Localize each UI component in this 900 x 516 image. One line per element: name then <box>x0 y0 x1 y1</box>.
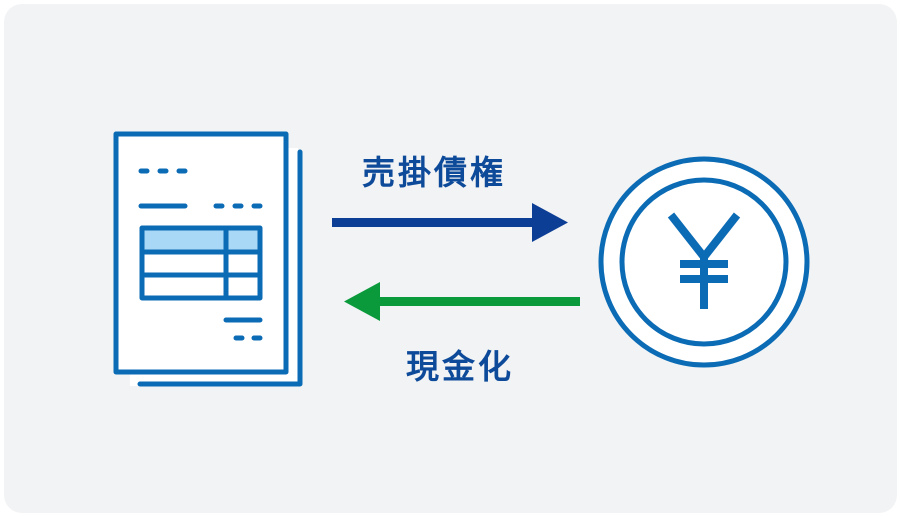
cash-conversion-label: 現金化 <box>406 347 514 386</box>
receivables-label: 売掛債権 <box>362 153 506 192</box>
arrow-right-icon <box>332 203 568 242</box>
invoice-document-icon <box>113 131 303 387</box>
arrow-left-icon <box>344 282 580 321</box>
yen-coin-icon <box>598 156 810 368</box>
